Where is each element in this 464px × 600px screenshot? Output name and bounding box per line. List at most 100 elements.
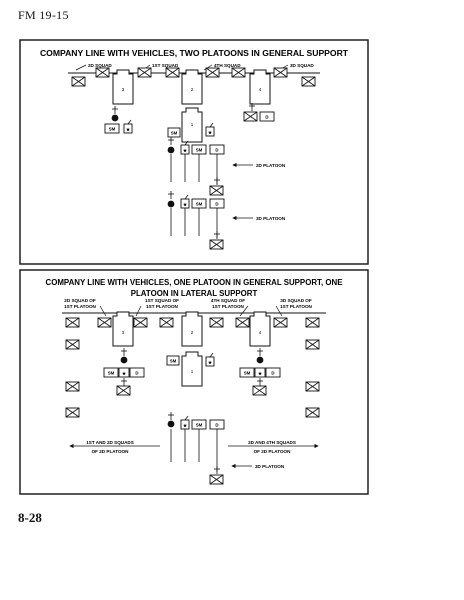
label-2d-squad-of-1st-platoon-2: 1ST PLATOON	[64, 304, 96, 309]
label-left-lateral-1: 1ST AND 2D SQUADS	[86, 440, 134, 445]
figure-1-title: COMPANY LINE WITH VEHICLES, TWO PLATOONS…	[40, 48, 349, 58]
figure-2-frame	[19, 269, 369, 495]
cell-star	[254, 367, 266, 378]
cell-sm	[239, 367, 255, 378]
squad-position	[301, 76, 316, 87]
cell-sm-text: SM	[196, 148, 203, 153]
position-mark	[213, 176, 221, 186]
figure-1: COMPANY LINE WITH VEHICLES, TWO PLATOONS…	[19, 39, 369, 265]
cell-d-text: D	[215, 148, 218, 153]
figure-2-title-line-1: COMPANY LINE WITH VEHICLES, ONE PLATOON …	[46, 278, 343, 287]
squad-position	[95, 67, 110, 78]
cell-star-text: ★	[207, 130, 212, 135]
position-mark	[167, 136, 175, 146]
cell-d-text: D	[135, 371, 138, 376]
label-right-lateral-1: 2D AND 4TH SQUADS	[248, 440, 296, 445]
cell-d-text: D	[271, 371, 274, 376]
leader-dot	[111, 114, 119, 122]
squad-position	[273, 67, 288, 78]
label-2d-platoon: 2D PLATOON	[256, 163, 286, 168]
cell-star	[118, 367, 130, 378]
squad-position	[65, 339, 80, 350]
vehicle-number: 4	[259, 330, 262, 335]
cell-sm-text: SM	[244, 371, 251, 376]
cell-star-text: ★	[121, 371, 126, 376]
figure-2: COMPANY LINE WITH VEHICLES, ONE PLATOON …	[19, 269, 369, 495]
squad-position	[235, 317, 250, 328]
cell-star-text: ★	[207, 360, 212, 365]
position-mark	[256, 377, 264, 387]
vehicle-number: 3	[122, 330, 125, 335]
cell-sm	[103, 367, 119, 378]
position-mark	[167, 411, 175, 421]
figure-2-title-line-2: PLATOON IN LATERAL SUPPORT	[131, 289, 258, 298]
arrow-2d-squad	[75, 64, 87, 71]
squad-position	[165, 67, 180, 78]
squad-position	[205, 67, 220, 78]
squad-position	[305, 407, 320, 418]
squad-position	[65, 381, 80, 392]
squad-position	[252, 385, 267, 396]
label-1st-squad: 1ST SQUAD	[152, 63, 179, 68]
squad-position	[209, 474, 224, 485]
label-4th-squad-of-1st-platoon-2: 1ST PLATOON	[212, 304, 244, 309]
position-mark	[167, 190, 175, 200]
squad-position	[65, 407, 80, 418]
label-1st-squad-of-1st-platoon: 1ST SQUAD OF	[145, 298, 179, 303]
cell-star-text: ★	[257, 371, 262, 376]
squad-position	[209, 317, 224, 328]
cell-d-text: D	[265, 115, 268, 120]
leader-dot	[167, 146, 175, 154]
vehicle-number: 2	[191, 87, 194, 92]
squad-position	[137, 67, 152, 78]
squad-position	[305, 381, 320, 392]
leader-dot	[167, 420, 175, 428]
label-4th-squad: 4TH SQUAD	[214, 63, 241, 68]
label-arrow	[99, 305, 107, 317]
vehicle	[181, 311, 203, 347]
leader-dot	[120, 356, 128, 364]
cell-star-text: ★	[182, 202, 187, 207]
cell-sm-text: SM	[108, 371, 115, 376]
label-3d-squad-of-1st-platoon-2: 1ST PLATOON	[280, 304, 312, 309]
squad-position	[209, 185, 224, 196]
position-mark	[120, 347, 128, 357]
squad-position	[209, 239, 224, 250]
squad-position	[305, 339, 320, 350]
squad-position	[273, 317, 288, 328]
label-4th-squad-of-1st-platoon: 4TH SQUAD OF	[211, 298, 245, 303]
cell-sm-text: SM	[196, 202, 203, 207]
label-2d-squad: 2D SQUAD	[88, 63, 112, 68]
cell-sm	[166, 355, 180, 366]
squad-position	[133, 317, 148, 328]
cell-d-text: D	[215, 202, 218, 207]
position-mark	[213, 465, 221, 475]
vehicle-number: 1	[191, 369, 194, 374]
cell-d	[265, 367, 281, 378]
label-left-lateral-2: OF 2D PLATOON	[92, 449, 130, 454]
label-arrow	[239, 305, 249, 317]
vehicle	[249, 311, 271, 347]
vehicle-number: 3	[122, 87, 125, 92]
vehicle-number: 2	[191, 330, 194, 335]
position-mark	[120, 377, 128, 387]
cell-sm	[104, 123, 120, 134]
figure-1-frame	[19, 39, 369, 265]
cell-sm-text: SM	[170, 359, 177, 364]
cell-sm-text: SM	[109, 127, 116, 132]
label-arrow	[135, 305, 142, 317]
label-3d-platoon: 3D PLATOON	[255, 464, 285, 469]
cell-sm-text: SM	[196, 423, 203, 428]
position-mark	[256, 347, 264, 357]
label-arrow	[275, 305, 283, 317]
squad-position	[97, 317, 112, 328]
label-2d-squad-of-1st-platoon: 2D SQUAD OF	[64, 298, 96, 303]
arrow-4th-squad	[203, 64, 213, 71]
label-right-lateral-2: OF 2D PLATOON	[254, 449, 292, 454]
squad-position	[65, 317, 80, 328]
position-mark	[213, 230, 221, 240]
leader-dot	[167, 200, 175, 208]
label-3d-squad: 3D SQUAD	[290, 63, 314, 68]
cell-d	[129, 367, 145, 378]
